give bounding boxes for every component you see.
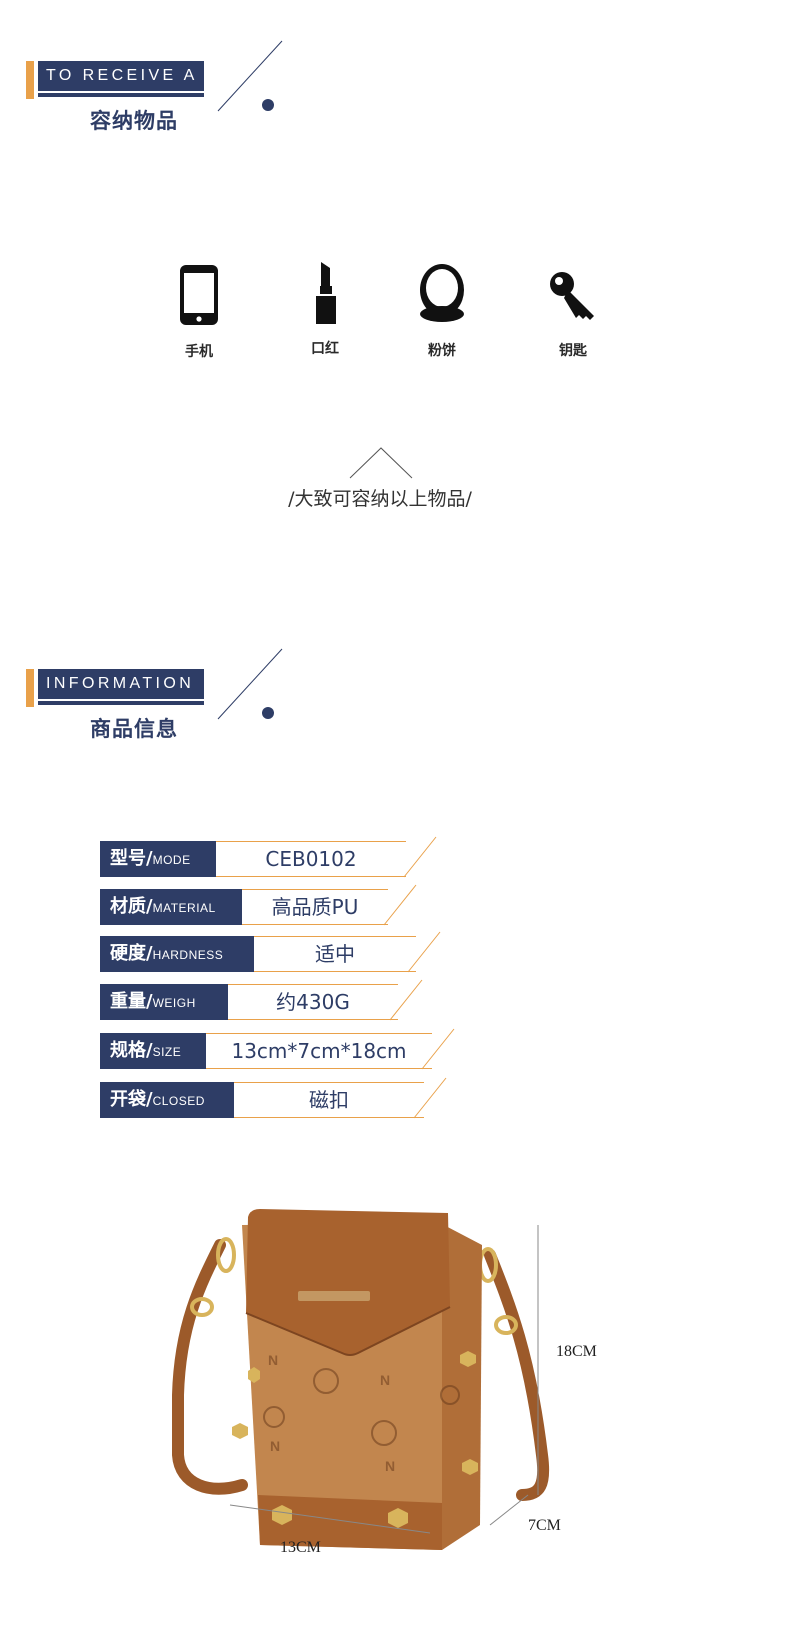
phone-icon [180, 265, 218, 325]
header-decoration [217, 648, 283, 720]
section-header-information: INFORMATION 商品信息 [0, 648, 320, 769]
svg-text:N: N [380, 1372, 390, 1388]
spec-key: 硬度/HARDNESS [100, 936, 254, 972]
header-accent-bar [26, 61, 34, 99]
spec-value: 磁扣 [234, 1082, 424, 1118]
spec-key: 材质/MATERIAL [100, 889, 242, 925]
header-rule [38, 93, 204, 97]
section-title: 商品信息 [90, 717, 178, 741]
spec-key: 开袋/CLOSED [100, 1082, 234, 1118]
dimension-width-label: 13CM [280, 1539, 321, 1556]
section-header-receive: TO RECEIVE A 容纳物品 [0, 40, 320, 161]
spec-key: 规格/SIZE [100, 1033, 206, 1069]
header-rule [38, 701, 204, 705]
item-phone: 手机 [154, 263, 244, 361]
item-lipstick: 口红 [280, 260, 370, 358]
item-label: 口红 [311, 341, 339, 357]
header-en-label: TO RECEIVE A [46, 67, 198, 84]
svg-text:N: N [270, 1438, 280, 1454]
spec-value: 13cm*7cm*18cm [206, 1033, 432, 1069]
svg-text:N: N [268, 1352, 278, 1368]
spec-slash-deco [413, 1077, 447, 1119]
header-label-box: TO RECEIVE A [38, 61, 204, 91]
spec-value: 约430G [228, 984, 398, 1020]
spec-value: 适中 [254, 936, 416, 972]
dimension-depth-label: 7CM [528, 1517, 561, 1534]
spec-value: CEB0102 [216, 841, 406, 877]
dimension-height-label: 18CM [556, 1343, 597, 1360]
key-icon [550, 272, 594, 320]
spec-slash-deco [389, 979, 423, 1021]
item-label: 钥匙 [559, 343, 587, 359]
chevron-up-icon [349, 447, 413, 479]
bag-illustration: N N N N [172, 1209, 550, 1550]
item-compact: 粉饼 [397, 262, 487, 360]
spec-slash-deco [403, 836, 437, 878]
header-en-label: INFORMATION [46, 675, 195, 692]
header-label-box: INFORMATION [38, 669, 204, 699]
spec-key: 重量/WEIGH [100, 984, 228, 1020]
spec-value: 高品质PU [242, 889, 388, 925]
section-title: 容纳物品 [90, 109, 178, 133]
spec-slash-deco [407, 931, 441, 973]
capacity-note: /大致可容纳以上物品/ [288, 488, 472, 510]
compact-icon [420, 264, 464, 322]
spec-slash-deco [383, 884, 417, 926]
header-decoration [217, 40, 283, 112]
item-label: 粉饼 [428, 343, 456, 359]
item-key: 钥匙 [528, 268, 618, 360]
spec-slash-deco [421, 1028, 455, 1070]
product-image: N N N N 18CM 7CM 13CM [150, 1195, 650, 1605]
svg-text:N: N [385, 1458, 395, 1474]
spec-key: 型号/MODE [100, 841, 216, 877]
header-accent-bar [26, 669, 34, 707]
lipstick-icon [316, 262, 336, 324]
item-label: 手机 [185, 344, 213, 360]
